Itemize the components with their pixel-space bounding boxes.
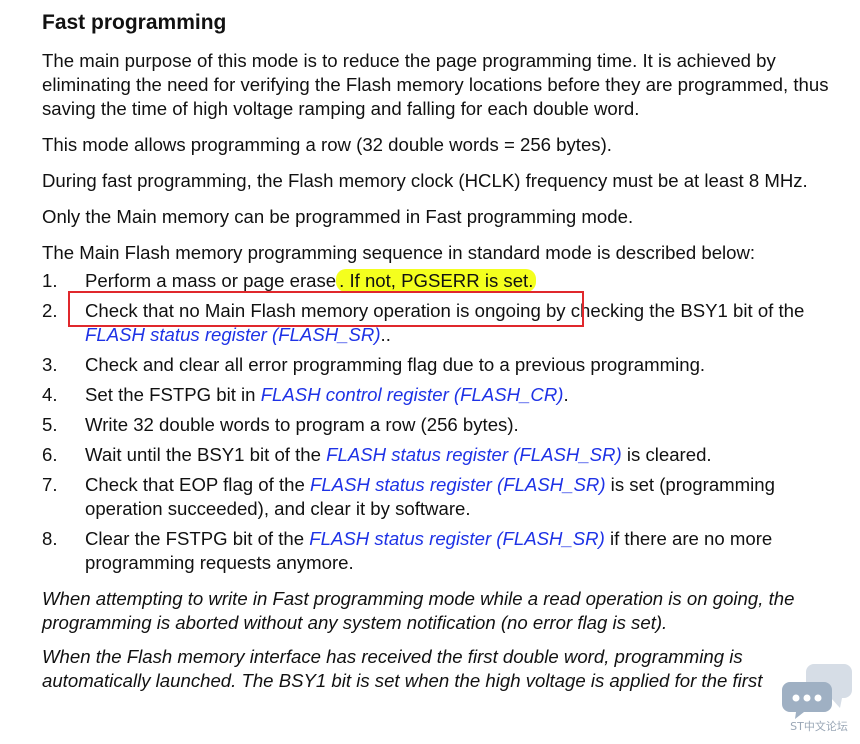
flash-cr-link[interactable]: FLASH control register (FLASH_CR) — [260, 384, 564, 405]
step-3: 3. Check and clear all error programming… — [42, 353, 854, 377]
step-text: Check and clear all error programming fl… — [85, 354, 706, 375]
paragraph-clock: During fast programming, the Flash memor… — [42, 170, 808, 191]
step-text: Perform a mass or page erase — [85, 270, 337, 291]
step-number: 2. — [42, 300, 58, 321]
note-auto-launch: When the Flash memory interface has rece… — [42, 646, 763, 691]
highlight-box-step-1 — [68, 291, 584, 327]
step-8: 8. Clear the FSTPG bit of the FLASH stat… — [42, 527, 854, 575]
section-title: Fast programming — [42, 11, 227, 34]
step-text: Check that EOP flag of the — [85, 474, 310, 495]
step-number: 8. — [42, 528, 58, 549]
step-text: Write 32 double words to program a row (… — [85, 414, 519, 435]
note-read-abort: When attempting to write in Fast program… — [42, 588, 795, 633]
flash-sr-link[interactable]: FLASH status register (FLASH_SR) — [309, 474, 606, 495]
step-text-end: . — [563, 384, 569, 405]
step-number: 3. — [42, 354, 58, 375]
step-text-end: is set (programming operation succeeded)… — [85, 474, 775, 519]
step-number: 5. — [42, 414, 58, 435]
highlighted-text: . If not, PGSERR is set. — [336, 269, 537, 292]
step-number: 4. — [42, 384, 58, 405]
chat-bubbles-icon — [782, 664, 852, 719]
step-text-end: if there are no more programming request… — [85, 528, 773, 573]
step-5: 5. Write 32 double words to program a ro… — [42, 413, 854, 437]
step-text: Clear the FSTPG bit of the — [85, 528, 310, 549]
paragraph-main-memory: Only the Main memory can be programmed i… — [42, 206, 634, 227]
watermark-text: ST中文论坛 — [790, 720, 848, 733]
programming-steps: 1. Perform a mass or page erase. If not,… — [42, 269, 854, 575]
step-7: 7. Check that EOP flag of the FLASH stat… — [42, 473, 854, 521]
paragraph-row: This mode allows programming a row (32 d… — [42, 134, 612, 155]
step-4: 4. Set the FSTPG bit in FLASH control re… — [42, 383, 854, 407]
step-text: Set the FSTPG bit in — [85, 384, 261, 405]
flash-sr-link[interactable]: FLASH status register (FLASH_SR) — [309, 528, 605, 549]
step-1: 1. Perform a mass or page erase. If not,… — [42, 269, 854, 293]
flash-sr-link[interactable]: FLASH status register (FLASH_SR) — [326, 444, 622, 465]
step-2: 2. Check that no Main Flash memory opera… — [42, 299, 854, 347]
step-text-end: is cleared. — [621, 444, 712, 465]
step-6: 6. Wait until the BSY1 bit of the FLASH … — [42, 443, 854, 467]
step-number: 6. — [42, 444, 58, 465]
step-text: Check that no Main Flash memory operatio… — [85, 300, 805, 321]
step-number: 7. — [42, 474, 58, 495]
paragraph-purpose: The main purpose of this mode is to redu… — [42, 50, 829, 119]
step-text: Wait until the BSY1 bit of the — [85, 444, 327, 465]
step-number: 1. — [42, 270, 58, 291]
forum-watermark: ST中文论坛 — [780, 660, 856, 740]
paragraph-sequence-intro: The Main Flash memory programming sequen… — [42, 242, 756, 263]
document-section: Fast programming The main purpose of thi… — [42, 10, 854, 703]
step-text-end: .. — [380, 324, 391, 345]
flash-sr-link[interactable]: FLASH status register (FLASH_SR) — [85, 324, 381, 345]
